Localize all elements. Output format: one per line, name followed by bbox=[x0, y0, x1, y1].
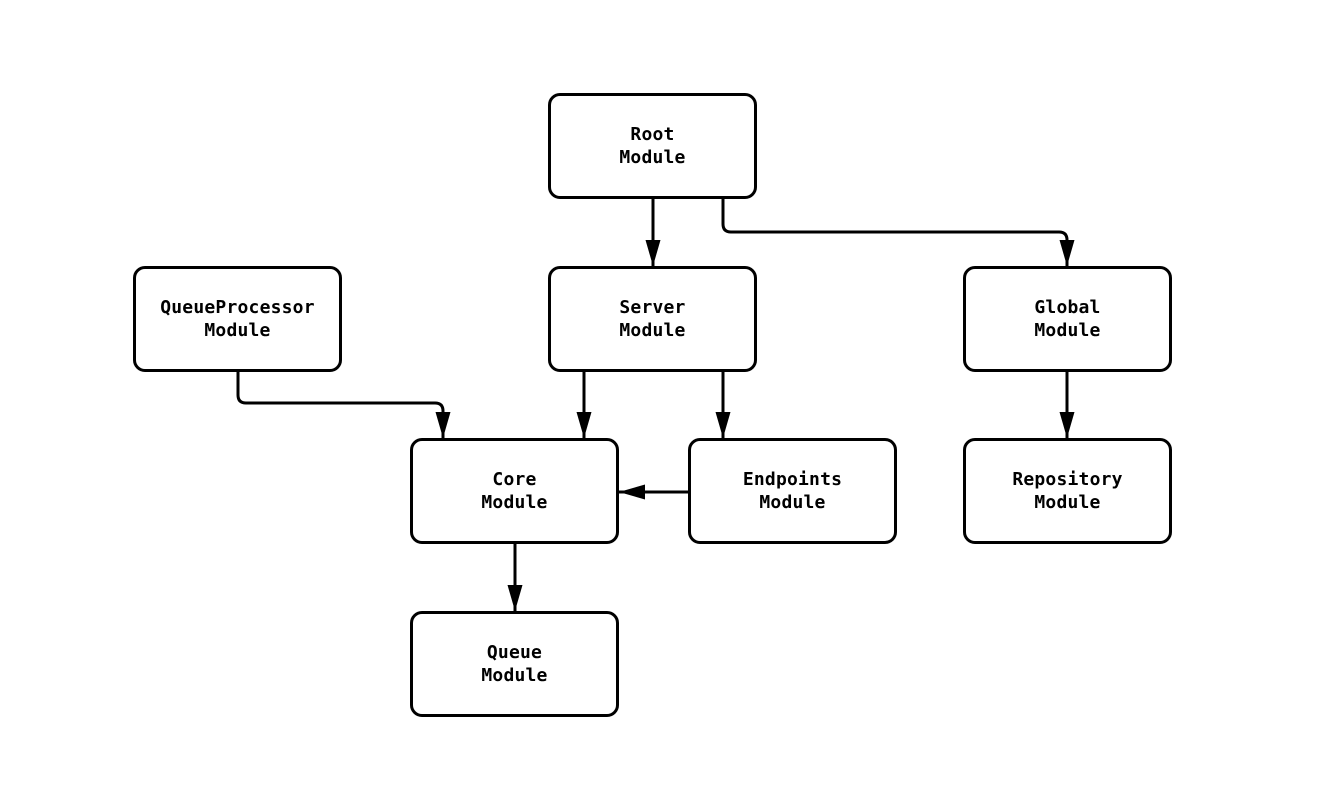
node-repository-module-label: Repository Module bbox=[1012, 469, 1123, 513]
edge-root-to-global bbox=[721, 199, 1075, 266]
node-queue-module: Queue Module bbox=[410, 611, 619, 717]
node-global-module: Global Module bbox=[963, 266, 1172, 372]
node-endpoints-module: Endpoints Module bbox=[688, 438, 897, 544]
node-repository-module: Repository Module bbox=[963, 438, 1172, 544]
node-endpoints-module-label: Endpoints Module bbox=[742, 469, 843, 513]
node-root-module: Root Module bbox=[548, 93, 757, 199]
node-core-module-label: Core Module bbox=[481, 469, 548, 513]
node-queue-module-label: Queue Module bbox=[481, 642, 548, 686]
node-core-module: Core Module bbox=[410, 438, 619, 544]
node-queueprocessor-module: QueueProcessor Module bbox=[133, 266, 342, 372]
node-queueprocessor-module-label: QueueProcessor Module bbox=[160, 297, 315, 341]
node-root-module-label: Root Module bbox=[619, 124, 686, 168]
node-global-module-label: Global Module bbox=[1034, 297, 1101, 341]
node-server-module-label: Server Module bbox=[619, 297, 686, 341]
node-server-module: Server Module bbox=[548, 266, 757, 372]
edge-queueprocessor-to-core bbox=[236, 372, 451, 438]
